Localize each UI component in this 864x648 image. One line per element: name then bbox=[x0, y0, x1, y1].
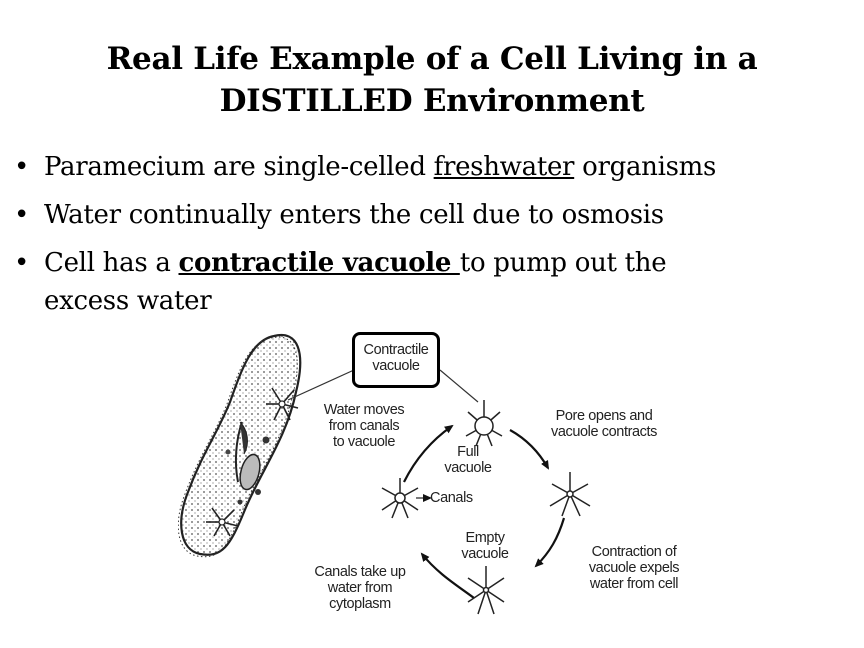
bullet-freshwater: Paramecium are single-celled freshwater … bbox=[12, 148, 842, 186]
label-text: Canals bbox=[430, 490, 473, 506]
contractile-vacuole-term: contractile vacuole bbox=[178, 248, 460, 278]
full-vacuole-shape bbox=[465, 400, 503, 447]
label-text: Water moves from canals to vacuole bbox=[323, 402, 405, 450]
paramecium-diagram: Contractile vacuole Water moves from can… bbox=[178, 322, 708, 632]
full-vacuole-label: Full vacuole bbox=[436, 444, 500, 476]
label-text: Contractile vacuole bbox=[363, 342, 429, 374]
bullet-contractile-vacuole: Cell has a contractile vacuole to pump o… bbox=[12, 244, 842, 320]
empty-vacuole-label: Empty vacuole bbox=[450, 530, 520, 562]
title-line-1: Real Life Example of a Cell Living in a bbox=[106, 41, 758, 77]
title-line-2: DISTILLED Environment bbox=[219, 83, 645, 119]
label-text: Canals take up water from cytoplasm bbox=[314, 564, 406, 612]
canals-take-up-label: Canals take up water from cytoplasm bbox=[300, 564, 420, 612]
slide-title: Real Life Example of a Cell Living in a … bbox=[0, 38, 864, 122]
water-moves-label: Water moves from canals to vacuole bbox=[310, 402, 418, 450]
label-text: Full vacuole bbox=[444, 444, 492, 476]
contractile-vacuole-label: Contractile vacuole bbox=[354, 342, 438, 374]
cycle-arrows bbox=[403, 424, 566, 599]
leader-line bbox=[287, 369, 355, 401]
label-text: Empty vacuole bbox=[461, 530, 509, 562]
bullet-text: Water continually enters the cell due to… bbox=[44, 200, 664, 230]
freshwater-term: freshwater bbox=[433, 152, 575, 182]
diagram-drawing bbox=[178, 333, 591, 615]
bullet-text: Paramecium are single-celled bbox=[44, 152, 434, 182]
bullet-osmosis: Water continually enters the cell due to… bbox=[12, 196, 842, 234]
bullet-text: Cell has a bbox=[44, 248, 179, 278]
bullet-list: Paramecium are single-celled freshwater … bbox=[12, 148, 842, 330]
contracting-vacuole-shape bbox=[549, 472, 591, 517]
canals-shape bbox=[381, 478, 419, 519]
canals-label: Canals bbox=[430, 490, 490, 506]
leader-line bbox=[439, 369, 479, 403]
bullet-text: organisms bbox=[574, 152, 717, 182]
bullet-text-line2: excess water bbox=[44, 286, 212, 316]
empty-vacuole-shape bbox=[467, 566, 505, 615]
pore-opens-label: Pore opens and vacuole contracts bbox=[534, 408, 674, 440]
label-text: Contraction of vacuole expels water from… bbox=[588, 544, 680, 592]
label-text: Pore opens and vacuole contracts bbox=[550, 408, 658, 440]
bullet-text: to pump out the bbox=[459, 248, 667, 278]
paramecium-body bbox=[178, 333, 302, 558]
contraction-expels-label: Contraction of vacuole expels water from… bbox=[570, 544, 698, 592]
contractile-vacuole-box bbox=[352, 332, 440, 388]
